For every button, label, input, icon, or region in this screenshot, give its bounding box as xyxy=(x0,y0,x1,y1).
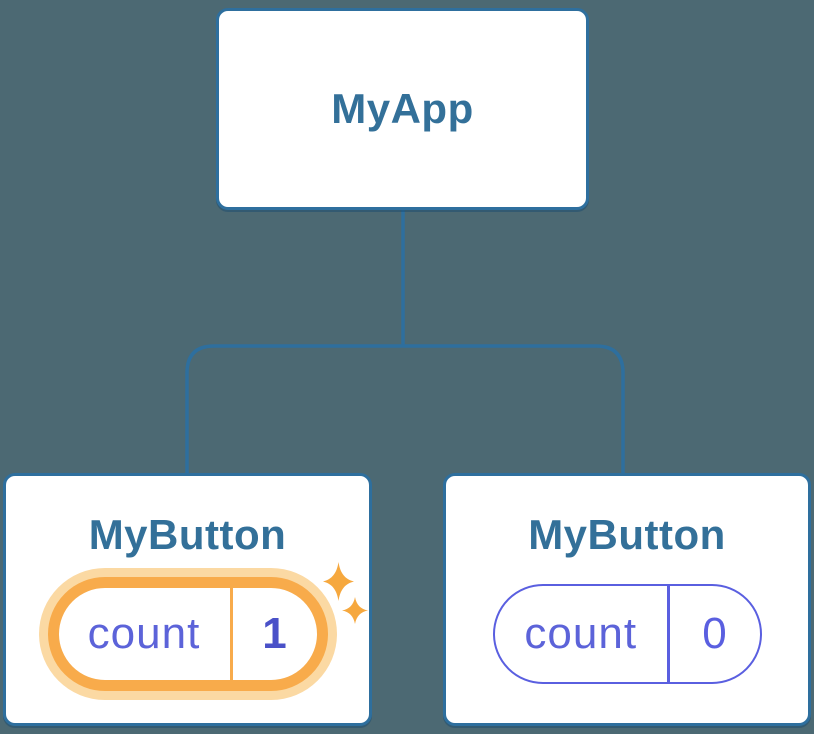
root-component-card: MyApp xyxy=(216,8,589,210)
state-value: 0 xyxy=(702,608,727,658)
children-bracket-line xyxy=(185,344,625,476)
child-component-title: MyButton xyxy=(528,511,726,558)
root-component-title: MyApp xyxy=(331,84,474,132)
child-component-card: MyButton count 0 xyxy=(443,473,811,726)
child-component-card-highlighted: MyButton count 1 xyxy=(3,473,372,726)
sparkle-icon xyxy=(323,562,354,601)
state-value: 1 xyxy=(262,608,287,658)
state-pill-row: count 0 xyxy=(446,558,808,723)
state-pill: count 0 xyxy=(492,583,762,684)
sparkle-icon xyxy=(342,597,368,624)
pill-divider xyxy=(667,585,670,682)
state-label: count xyxy=(87,608,201,658)
pill-divider xyxy=(229,587,233,680)
state-label: count xyxy=(524,608,638,658)
child-component-title: MyButton xyxy=(88,511,287,558)
state-pill-row: count 1 xyxy=(6,558,369,723)
state-pill-highlighted: count 1 xyxy=(47,576,328,691)
